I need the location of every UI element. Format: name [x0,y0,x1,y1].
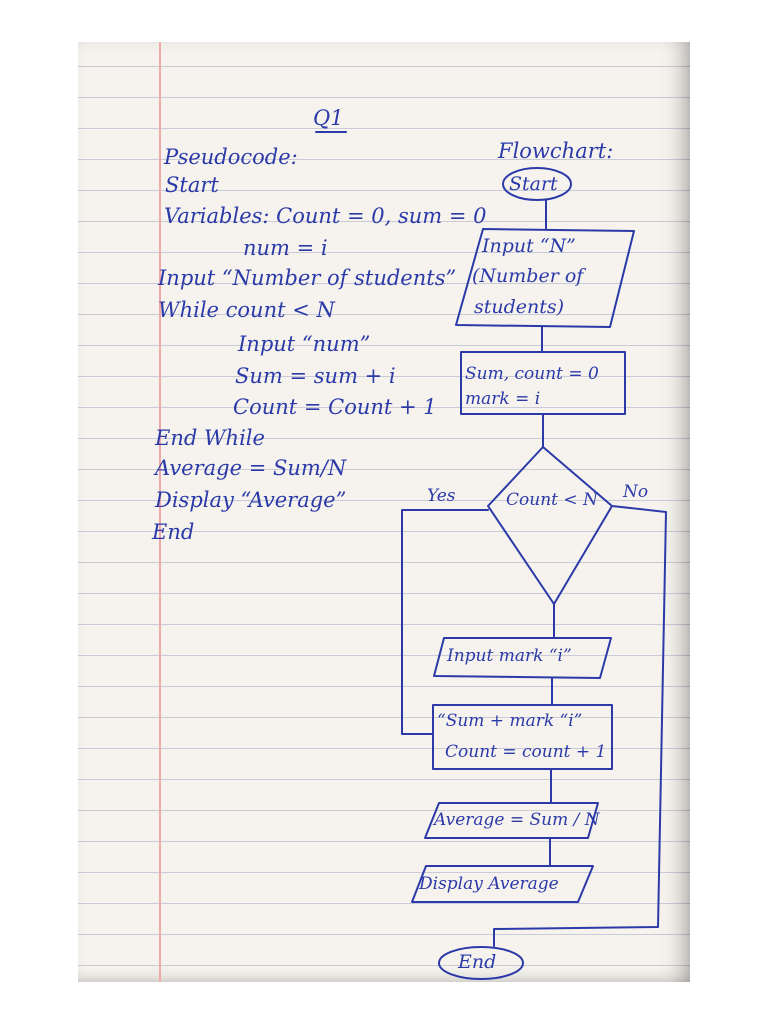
average-box [424,802,599,839]
pseudocode-line: Sum = sum + i [235,364,396,388]
yes-branch-line [401,509,489,735]
start-terminal [502,167,572,201]
input-n-box [455,228,635,328]
end-label: End [458,951,497,973]
pseudocode-line: End While [155,426,265,450]
pseudocode-line: End [152,520,195,544]
no-label: No [623,482,649,502]
input-mark-label: Input mark “i” [447,646,572,666]
average-label: Average = Sum / N [434,810,600,830]
notebook-page [78,42,690,982]
display-label: Display Average [419,874,559,894]
pseudocode-line: Count = Count + 1 [233,395,437,419]
margin-line [159,42,161,982]
input-n-line: students) [474,296,565,318]
input-mark-box [433,637,612,679]
pseudocode-line: num = i [243,236,328,260]
input-n-line: Input “N” [482,235,576,257]
pseudocode-title: Pseudocode: [164,145,298,169]
end-terminal [438,946,524,980]
question-heading: Q1 [313,106,344,130]
pseudocode-line: Start [165,173,219,197]
pseudocode-line: Display “Average” [155,488,347,512]
no-branch-line [493,505,667,947]
yes-label: Yes [427,486,456,506]
condition-label: Count < N [506,490,598,510]
display-box [411,865,594,903]
pseudocode-line: Input “num” [238,332,371,356]
pseudocode-line: Input “Number of students” [158,266,457,290]
start-label: Start [509,173,558,195]
update-box [432,704,613,770]
pseudocode-line: Average = Sum/N [155,456,347,480]
init-line: Sum, count = 0 [465,364,599,384]
pseudocode-line: Variables: Count = 0, sum = 0 [164,204,487,228]
decision-diamond [487,446,613,605]
update-line: “Sum + mark “i” [437,711,583,731]
init-line: mark = i [465,389,541,409]
input-n-line: (Number of [472,265,584,287]
flowchart-title: Flowchart: [498,139,614,163]
update-line: Count = count + 1 [445,742,607,762]
pseudocode-line: While count < N [158,298,335,322]
